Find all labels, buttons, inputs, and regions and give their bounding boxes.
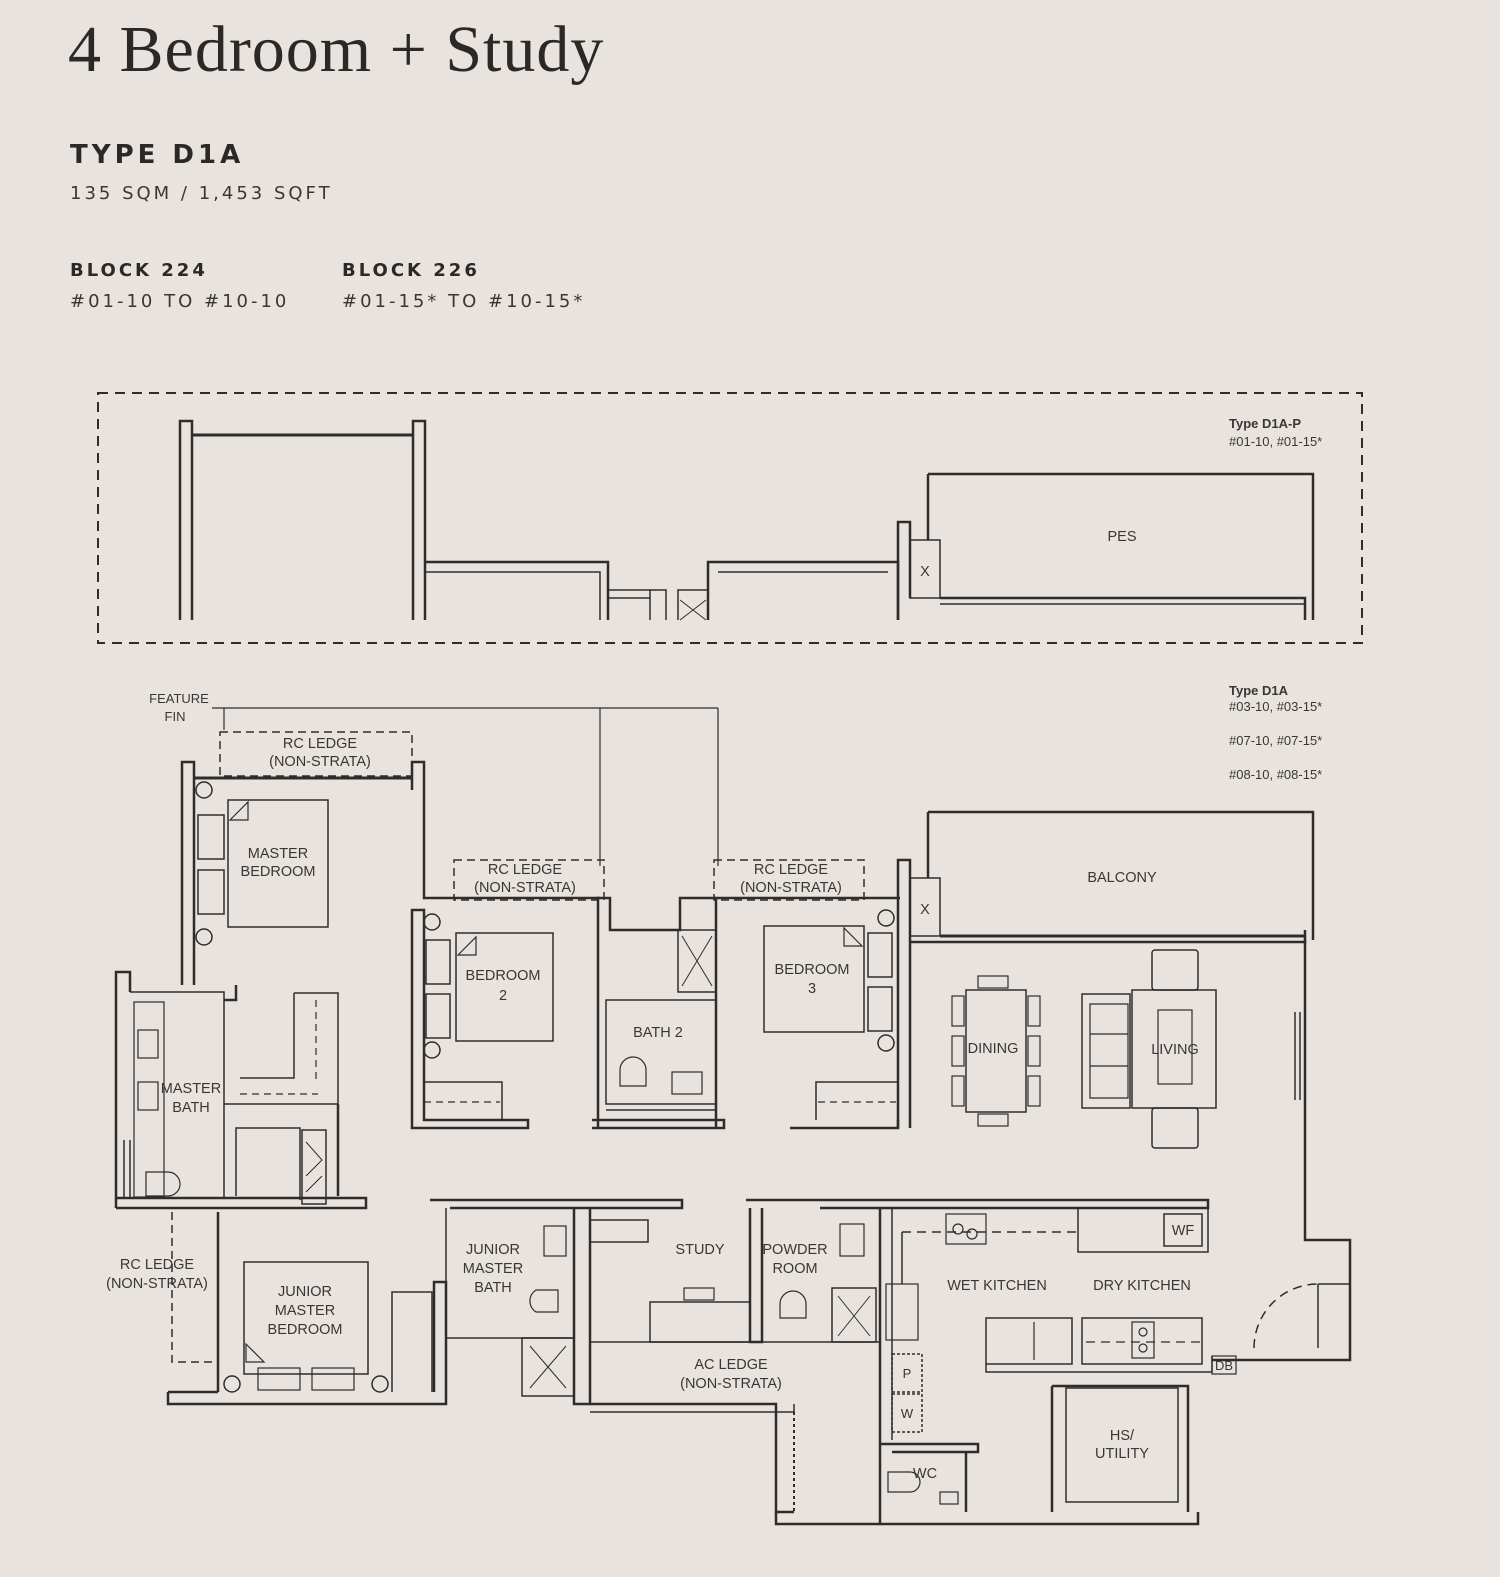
p-label: P xyxy=(903,1366,912,1381)
study-label: STUDY xyxy=(675,1242,724,1258)
junior-master-bath-label-3: BATH xyxy=(474,1280,512,1296)
w-label: W xyxy=(901,1406,914,1421)
block-226-name: BLOCK 226 xyxy=(342,260,480,281)
wet-kitchen-label: WET KITCHEN xyxy=(947,1278,1047,1294)
master-bath-label-1: MASTER xyxy=(161,1081,221,1097)
page-title: 4 Bedroom + Study xyxy=(68,13,605,86)
master-bedroom-label-1: MASTER xyxy=(248,846,308,862)
rc-ledge-4-sublabel: (NON-STRATA) xyxy=(106,1276,208,1292)
block-224-name: BLOCK 224 xyxy=(70,260,208,281)
master-bath-label-2: BATH xyxy=(172,1100,210,1116)
ac-ledge-label: AC LEDGE xyxy=(694,1357,768,1373)
dry-kitchen-label: DRY KITCHEN xyxy=(1093,1278,1191,1294)
master-bedroom-label-2: BEDROOM xyxy=(241,864,316,880)
bedroom-2-label-2: 2 xyxy=(499,988,507,1004)
variant-main-units-3: #08-10, #08-15* xyxy=(1229,767,1322,782)
junior-master-bath-label-1: JUNIOR xyxy=(466,1242,520,1258)
unit-area: 135 SQM / 1,453 SQFT xyxy=(70,183,333,204)
block-224-units: #01-10 TO #10-10 xyxy=(70,291,290,312)
junior-master-bedroom-label-2: MASTER xyxy=(275,1303,335,1319)
washer-fridge-label: WF xyxy=(1172,1223,1195,1239)
block-226-units: #01-15* TO #10-15* xyxy=(342,291,586,312)
main-floor-plan xyxy=(114,707,1352,1526)
balcony-label: BALCONY xyxy=(1087,870,1157,886)
wc-label: WC xyxy=(913,1466,937,1482)
living-label: LIVING xyxy=(1151,1042,1199,1058)
rc-ledge-1-label: RC LEDGE xyxy=(283,736,357,752)
rc-ledge-3-sublabel: (NON-STRATA) xyxy=(740,880,842,896)
rc-ledge-1-sublabel: (NON-STRATA) xyxy=(269,754,371,770)
pes-label: PES xyxy=(1107,529,1136,545)
hs-utility-label-1: HS/ xyxy=(1110,1428,1135,1444)
feature-fin-label-2: FIN xyxy=(165,709,186,724)
variant-main-type: Type D1A xyxy=(1229,683,1289,698)
variant-penthouse-type: Type D1A-P xyxy=(1229,416,1301,431)
bedroom-3-label-1: BEDROOM xyxy=(775,962,850,978)
bedroom-3-label-2: 3 xyxy=(808,981,816,997)
unit-type: TYPE D1A xyxy=(70,140,245,170)
bedroom-2-label-1: BEDROOM xyxy=(466,968,541,984)
dining-label: DINING xyxy=(968,1041,1019,1057)
rc-ledge-2-label: RC LEDGE xyxy=(488,862,562,878)
rc-ledge-4-label: RC LEDGE xyxy=(120,1257,194,1273)
shaft-mark-penthouse: X xyxy=(920,564,930,580)
variant-penthouse-units: #01-10, #01-15* xyxy=(1229,434,1322,449)
powder-room-label-2: ROOM xyxy=(772,1261,817,1277)
rc-ledge-2-sublabel: (NON-STRATA) xyxy=(474,880,576,896)
shaft-mark-main: X xyxy=(920,902,930,918)
junior-master-bedroom-label-1: JUNIOR xyxy=(278,1284,332,1300)
distribution-board-label: DB xyxy=(1215,1358,1233,1373)
bath-2-label: BATH 2 xyxy=(633,1025,683,1041)
powder-room-label-1: POWDER xyxy=(762,1242,827,1258)
plan-labels: Type D1A-P #01-10, #01-15* PES Type D1A … xyxy=(106,416,1322,1482)
ac-ledge-sublabel: (NON-STRATA) xyxy=(680,1376,782,1392)
junior-master-bath-label-2: MASTER xyxy=(463,1261,523,1277)
variant-main-units-1: #03-10, #03-15* xyxy=(1229,699,1322,714)
variant-main-units-2: #07-10, #07-15* xyxy=(1229,733,1322,748)
penthouse-variant-inset xyxy=(97,392,1363,644)
hs-utility-label-2: UTILITY xyxy=(1095,1446,1149,1462)
rc-ledge-3-label: RC LEDGE xyxy=(754,862,828,878)
feature-fin-label-1: FEATURE xyxy=(149,691,209,706)
junior-master-bedroom-label-3: BEDROOM xyxy=(268,1322,343,1338)
